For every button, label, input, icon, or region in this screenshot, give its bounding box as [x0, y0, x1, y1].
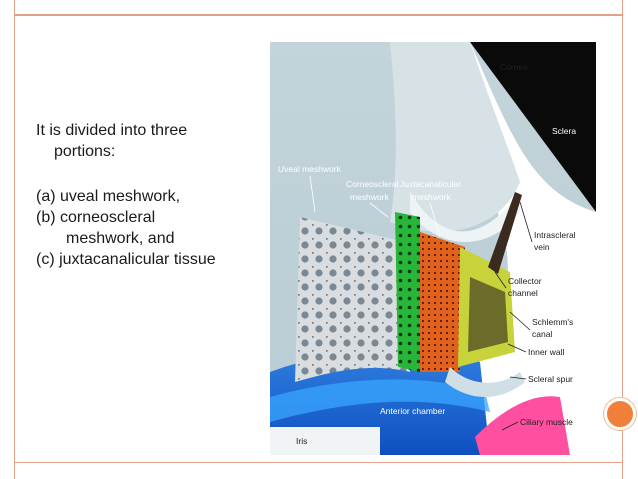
label-collector-2: channel — [508, 288, 538, 298]
top-rule — [14, 14, 623, 16]
label-juxta-2: meshwork — [412, 192, 451, 202]
text-line-1: It is divided into three — [36, 122, 188, 139]
label-inner-wall: Inner wall — [528, 347, 564, 357]
label-intrascleral-1: Intrascleral — [534, 230, 576, 240]
label-ciliary-muscle: Ciliary muscle — [520, 417, 573, 427]
collector-channel — [488, 192, 522, 274]
juxtacanalicular-meshwork — [420, 232, 465, 372]
anatomy-figure: Cornea Sclera Uveal meshwork Corneoscler… — [270, 42, 596, 455]
uveal-meshwork — [295, 217, 410, 382]
text-line-3: (a) uveal meshwork, — [36, 188, 181, 205]
ciliary-muscle — [475, 396, 570, 455]
label-scleral-spur: Scleral spur — [528, 374, 573, 384]
bottom-rule — [14, 461, 623, 463]
label-cornea: Cornea — [500, 62, 528, 72]
leader-ciliary — [501, 421, 519, 431]
leader-inner-wall — [507, 343, 527, 353]
slide-text: It is divided into three portions: (a) u… — [36, 120, 286, 270]
leader-intrascleral — [519, 201, 533, 243]
leader-uveal — [309, 175, 316, 213]
label-collector-1: Collector — [508, 276, 542, 286]
label-uveal: Uveal meshwork — [278, 164, 342, 174]
label-schlemm-1: Schlemm's — [532, 317, 573, 327]
cornea-region — [390, 42, 520, 232]
leader-collector — [494, 271, 507, 289]
label-juxta-1: Juxtacanalicular — [400, 179, 461, 189]
label-corneoscleral-2: meshwork — [350, 192, 389, 202]
label-intrascleral-2: vein — [534, 242, 550, 252]
scleral-spur — [445, 367, 525, 397]
schlemms-canal-inner — [468, 277, 508, 352]
anatomy-illustration: Cornea Sclera Uveal meshwork Corneoscler… — [270, 42, 596, 455]
leader-corneoscleral — [369, 202, 389, 218]
dark-corner — [470, 42, 596, 212]
label-corneoscleral-1: Corneoscleral — [346, 179, 399, 189]
label-schlemm-2: canal — [532, 329, 552, 339]
iris-region — [270, 427, 380, 455]
text-line-4: (b) corneoscleral — [36, 209, 156, 226]
leader-schlemm — [509, 311, 531, 331]
page-indicator-dot — [604, 398, 636, 430]
text-line-2: portions: — [54, 143, 116, 160]
chamber-band — [270, 379, 490, 422]
leader-scleral-spur — [509, 376, 527, 380]
text-line-6: (c) juxtacanalicular tissue — [36, 251, 216, 268]
label-sclera: Sclera — [552, 126, 576, 136]
slide-frame — [14, 0, 623, 479]
label-iris: Iris — [296, 436, 307, 446]
text-line-5: meshwork, and — [66, 230, 175, 247]
label-anterior-chamber: Anterior chamber — [380, 406, 445, 416]
leader-juxta — [429, 202, 441, 238]
corneoscleral-meshwork — [395, 212, 420, 372]
